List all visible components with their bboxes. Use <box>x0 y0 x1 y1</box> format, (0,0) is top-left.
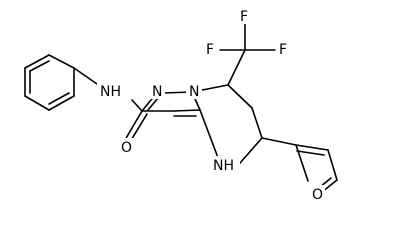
phenyl-ring <box>24 54 75 111</box>
furan-ring <box>261 137 338 193</box>
svg-text:F: F <box>240 9 248 25</box>
svg-text:F: F <box>279 42 287 58</box>
svg-text:NH: NH <box>213 158 234 174</box>
svg-text:N: N <box>152 84 162 100</box>
fluorine-label: F <box>276 40 291 58</box>
pyrimidine-ring <box>191 84 263 164</box>
trifluoromethyl-group <box>219 19 276 86</box>
fluorine-label: F <box>237 7 252 25</box>
carbonyl-o-label: O <box>118 138 134 156</box>
pyrazole-n-label: N <box>149 82 165 100</box>
svg-text:O: O <box>121 140 132 156</box>
svg-text:NH: NH <box>100 84 121 100</box>
ring-nh-label: NH <box>210 156 240 174</box>
svg-text:O: O <box>312 187 323 203</box>
amide-bonds <box>73 67 148 143</box>
bridgehead-n-label: N <box>186 82 202 100</box>
amide-nh-label: NH <box>97 82 127 100</box>
svg-text:F: F <box>206 42 214 58</box>
molecule-drawing: F F F NH N N O NH O <box>24 7 338 203</box>
fluorine-label: F <box>203 40 218 58</box>
furan-o-label: O <box>309 185 325 203</box>
svg-text:N: N <box>189 84 199 100</box>
structure-canvas: F F F NH N N O NH O <box>24 7 338 203</box>
